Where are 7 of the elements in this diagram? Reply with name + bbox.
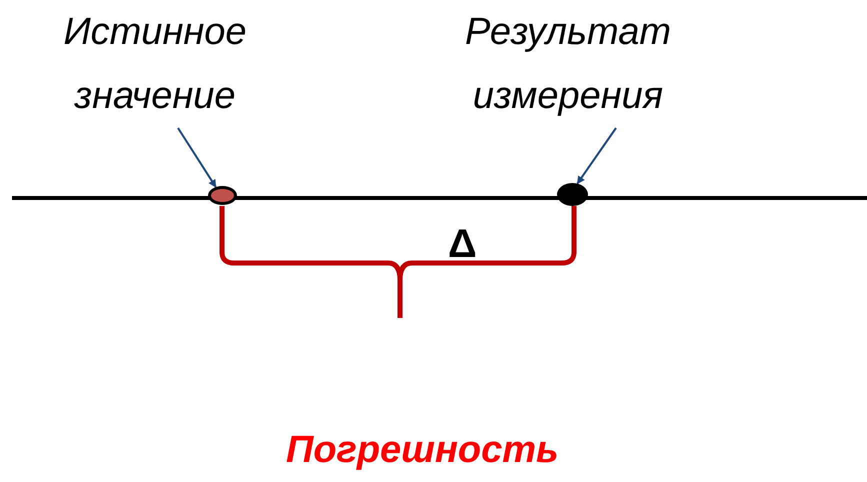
leader-arrow bbox=[177, 127, 217, 188]
leader-arrow bbox=[576, 127, 617, 184]
point-marker bbox=[208, 186, 237, 205]
text-label: Результат измерения bbox=[448, 0, 688, 136]
error-label: Погрешность bbox=[286, 430, 559, 472]
text-label: Истинное значение bbox=[40, 0, 270, 136]
delta-symbol: Δ bbox=[448, 222, 477, 266]
